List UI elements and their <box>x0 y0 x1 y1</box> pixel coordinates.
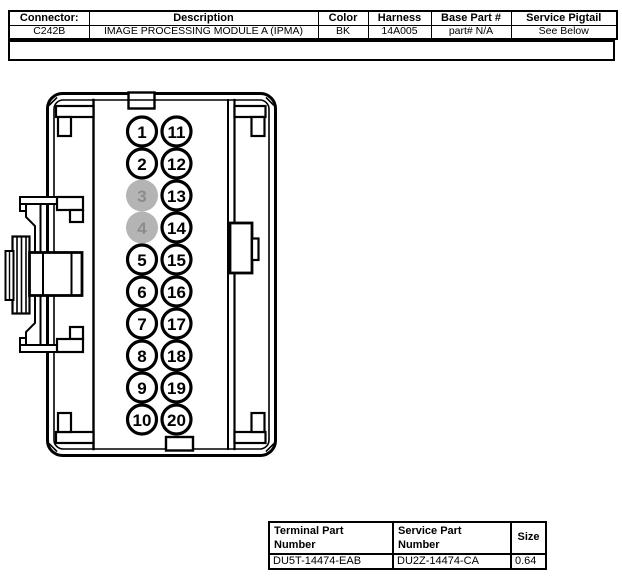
pin-number-label: 8 <box>137 347 146 366</box>
pin-11: 11 <box>160 115 193 148</box>
terminal-part-table: Terminal Part Number Service Part Number… <box>268 521 547 570</box>
pin-20: 20 <box>160 403 193 436</box>
pin-16: 16 <box>160 275 193 308</box>
terminal-value-row: DU5T-14474-EAB DU2Z-14474-CA 0.64 <box>268 553 547 570</box>
pin-18: 18 <box>160 339 193 372</box>
pin-4: 4 <box>126 211 158 244</box>
pin-14: 14 <box>160 211 193 244</box>
pin-10: 10 <box>125 403 159 436</box>
col-service-part-number: Service Part Number <box>392 521 512 555</box>
col-terminal-part-number: Terminal Part Number <box>268 521 394 555</box>
harness-number: 14A005 <box>367 25 432 40</box>
pin-number-label: 5 <box>137 251 146 270</box>
pin-6: 6 <box>125 275 159 308</box>
pin-number-label: 1 <box>137 123 146 142</box>
pin-number-label: 3 <box>137 187 146 206</box>
empty-notes-box <box>8 40 615 61</box>
right-side-tab <box>228 221 260 275</box>
pin-2: 2 <box>125 147 159 180</box>
pin-7: 7 <box>125 307 159 340</box>
pin-number-label: 12 <box>167 155 186 174</box>
pin-12: 12 <box>160 147 193 180</box>
info-header-row: Connector: Description Color Harness Bas… <box>8 10 618 26</box>
pin-number-label: 10 <box>133 411 152 430</box>
pin-number-label: 17 <box>167 315 186 334</box>
col-base-part: Base Part # <box>430 10 512 26</box>
pin-19: 19 <box>160 371 193 404</box>
pin-number-label: 18 <box>167 347 186 366</box>
pin-13: 13 <box>160 179 193 212</box>
connector-color: BK <box>317 25 369 40</box>
pin-17: 17 <box>160 307 193 340</box>
pin-number-label: 2 <box>137 155 146 174</box>
connector-info-table: Connector: Description Color Harness Bas… <box>8 10 618 40</box>
col-color: Color <box>317 10 369 26</box>
pin-number-label: 15 <box>167 251 186 270</box>
pin-number-label: 19 <box>167 379 186 398</box>
pin-number-label: 13 <box>167 187 186 206</box>
info-value-row: C242B IMAGE PROCESSING MODULE A (IPMA) B… <box>8 25 618 40</box>
terminal-part-number: DU5T-14474-EAB <box>268 553 394 570</box>
pin-3: 3 <box>126 179 158 212</box>
bottom-notch <box>164 435 195 452</box>
pin-1: 1 <box>125 115 159 148</box>
pin-number-label: 14 <box>167 219 186 238</box>
connector-id: C242B <box>8 25 90 40</box>
pin-5: 5 <box>125 243 159 276</box>
col-size: Size <box>510 521 547 555</box>
corner-chamfer-br <box>265 442 275 453</box>
pin-8: 8 <box>125 339 159 372</box>
col-description: Description <box>88 10 319 26</box>
pin-number-label: 16 <box>167 283 186 302</box>
latch-block <box>28 251 84 297</box>
left-latch <box>4 196 84 353</box>
col-harness: Harness <box>367 10 432 26</box>
base-part-number: part# N/A <box>430 25 512 40</box>
service-part-number: DU2Z-14474-CA <box>392 553 512 570</box>
pin-number-label: 7 <box>137 315 146 334</box>
pin-number-label: 11 <box>168 123 186 142</box>
terminal-size: 0.64 <box>510 553 547 570</box>
connector-description: IMAGE PROCESSING MODULE A (IPMA) <box>88 25 319 40</box>
pin-number-label: 9 <box>137 379 146 398</box>
col-connector: Connector: <box>8 10 90 26</box>
pin-9: 9 <box>125 371 159 404</box>
pin-number-label: 20 <box>167 411 186 430</box>
corner-chamfer-bl <box>48 442 58 453</box>
terminal-header-row: Terminal Part Number Service Part Number… <box>268 521 547 555</box>
pin-number-label: 4 <box>137 219 147 238</box>
housing-clips <box>54 104 267 445</box>
pin-number-label: 6 <box>137 283 146 302</box>
col-service-pigtail: Service Pigtail <box>510 10 618 26</box>
service-pigtail-value: See Below <box>510 25 618 40</box>
corner-chamfer-tr <box>265 96 275 107</box>
corner-chamfer-tl <box>48 96 58 107</box>
pin-15: 15 <box>160 243 193 276</box>
